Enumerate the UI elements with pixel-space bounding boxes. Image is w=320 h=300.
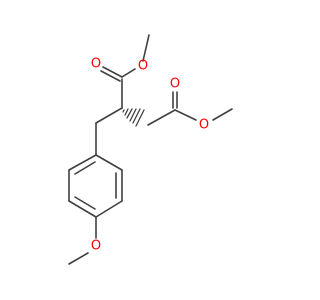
bond-ester1-carbonyl-b [100, 70, 121, 82]
bond-ester1-methyl-o [142, 34, 150, 62]
oxygen-label-ester2-ether: O [199, 118, 209, 133]
bond-ester1-carbonyl-a [102, 66, 123, 78]
ring-double-1 [74, 161, 96, 175]
oxygen-label-methoxy: O [91, 239, 101, 254]
ring-bond-1 [68, 154, 97, 171]
bond-ester1-o-c [121, 68, 136, 78]
ring-bond-3 [68, 200, 97, 218]
bond-ester2-o-methyl [212, 108, 233, 121]
hashed-wedge-bond [122, 108, 145, 127]
molecule-diagram: O O O O O [68, 34, 233, 265]
ring-double-2 [74, 196, 96, 210]
bond-chiral-benzyl [95, 107, 123, 124]
bond-methoxy-methyl [68, 252, 89, 265]
oxygen-label-ester1-carbonyl: O [91, 57, 101, 72]
bond-ester2-c-o [174, 109, 197, 121]
oxygen-label-ester1-ether: O [138, 59, 148, 74]
ring-bond-6 [95, 154, 123, 171]
oxygen-label-ester2-carbonyl: O [170, 77, 180, 92]
bond-ch2-ester2 [147, 109, 176, 126]
ring-bond-4 [95, 200, 123, 218]
